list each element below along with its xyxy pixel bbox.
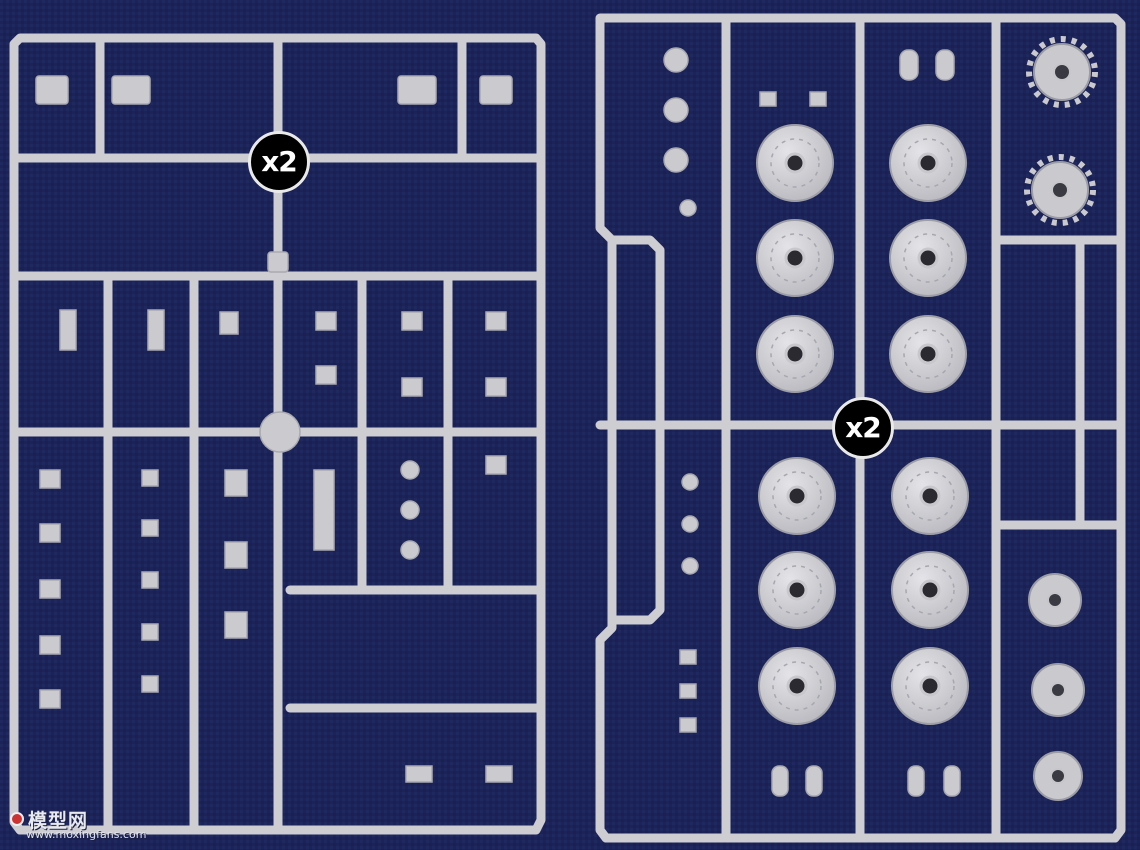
wheel-spoke-rings (770, 138, 955, 711)
right-sprue-small-parts (663, 47, 961, 797)
wheel-hubs (784, 152, 941, 697)
watermark-logo-icon (10, 812, 24, 826)
sprocket-hubs (1047, 63, 1071, 784)
sprocket-teeth (1024, 36, 1098, 226)
quantity-badge-left: x2 (248, 131, 310, 193)
watermark-url: www.moxingfans.com (26, 828, 147, 841)
watermark: 模型网 www.moxingfans.com (10, 806, 178, 846)
quantity-badge-right: x2 (832, 397, 894, 459)
watermark-title: 模型网 (28, 810, 89, 832)
left-sprue-parts (35, 75, 513, 783)
